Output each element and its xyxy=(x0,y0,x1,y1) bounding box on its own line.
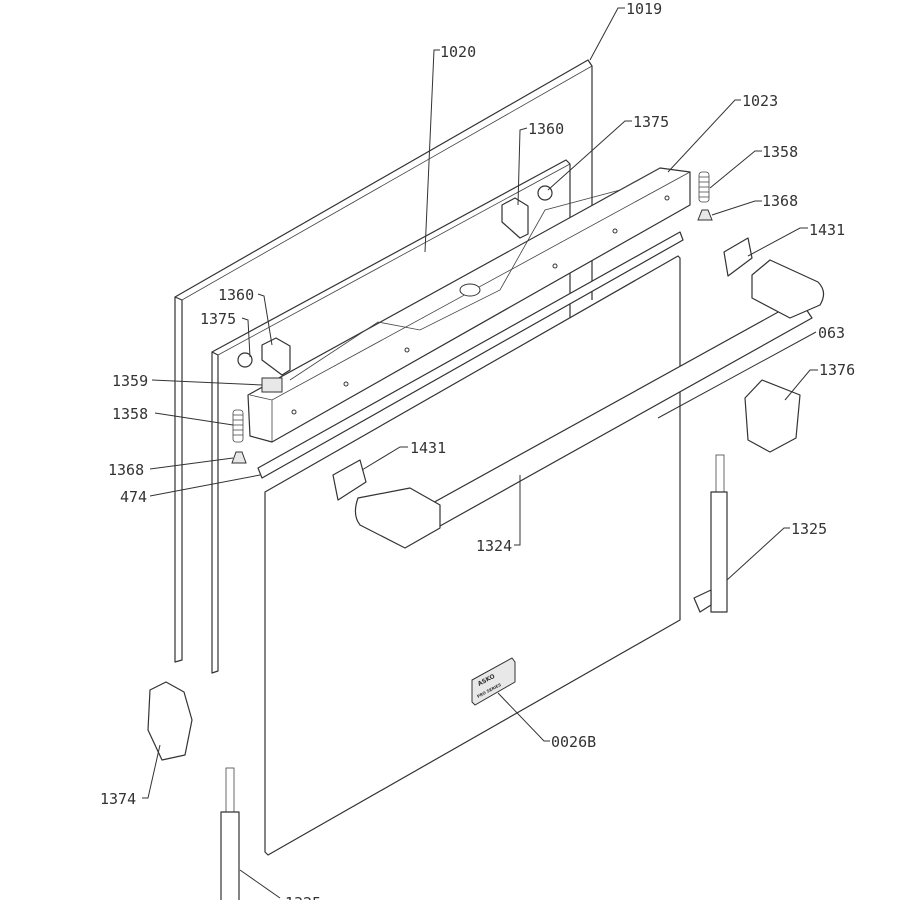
spring-1358-right xyxy=(698,171,710,203)
label-1375-left: 1375 xyxy=(200,310,236,328)
label-1374: 1374 xyxy=(100,790,136,808)
latch-1431-right xyxy=(723,237,753,277)
door-handle xyxy=(354,259,825,549)
label-1324: 1324 xyxy=(476,537,512,555)
label-1368-right: 1368 xyxy=(762,192,798,210)
front-door-panel xyxy=(264,255,681,856)
label-1020: 1020 xyxy=(440,43,476,61)
foot-1368-right xyxy=(697,209,713,221)
hinge-clip-1360-top xyxy=(501,197,529,239)
label-1376: 1376 xyxy=(819,361,855,379)
block-1359 xyxy=(261,377,283,393)
rail-holes xyxy=(291,195,670,415)
label-1360-top: 1360 xyxy=(528,120,564,138)
seal-strip xyxy=(257,231,684,479)
label-1019: 1019 xyxy=(626,0,662,18)
label-1023: 1023 xyxy=(742,92,778,110)
label-1359: 1359 xyxy=(112,372,148,390)
label-1431-left: 1431 xyxy=(410,439,446,457)
part-labels: 1019 1020 1023 1360 1375 1358 1368 1431 … xyxy=(100,0,855,900)
foot-1368-left xyxy=(231,451,247,464)
label-1358-left: 1358 xyxy=(112,405,148,423)
spring-1358-left xyxy=(232,409,244,443)
label-1375-top: 1375 xyxy=(633,113,669,131)
label-1358-right: 1358 xyxy=(762,143,798,161)
hinge-clip-1360-left xyxy=(261,337,291,376)
top-rail xyxy=(247,167,691,443)
label-0026B: 0026B xyxy=(551,733,596,751)
label-1368-left: 1368 xyxy=(108,461,144,479)
bushing-1375-left xyxy=(237,352,253,368)
brand-badge: ASKO PRO SERIES xyxy=(471,657,516,706)
label-1325-right: 1325 xyxy=(791,520,827,538)
label-1325-bottom: 1325 xyxy=(285,894,321,900)
hinge-receiver-1376 xyxy=(744,379,801,453)
leader-lines xyxy=(142,7,818,899)
label-1360-left: 1360 xyxy=(218,286,254,304)
label-1431-right: 1431 xyxy=(809,221,845,239)
latch-1431-left xyxy=(332,459,367,501)
label-063: 063 xyxy=(818,324,845,342)
label-474: 474 xyxy=(120,488,147,506)
hinge-1325-right xyxy=(693,454,728,613)
hinge-1325-bottom xyxy=(220,767,240,900)
hinge-receiver-1374 xyxy=(147,681,193,761)
